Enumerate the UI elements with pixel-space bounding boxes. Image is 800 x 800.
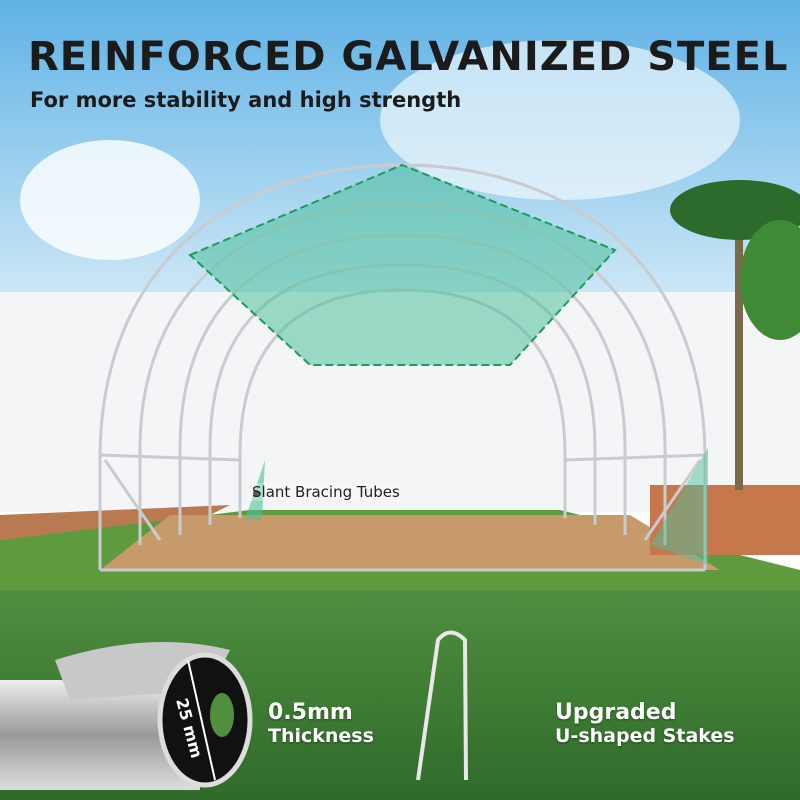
feature-stakes: Upgraded U-shaped Stakes (555, 700, 735, 747)
feature-thickness-label: Thickness (268, 725, 374, 747)
feature-thickness-value: 0.5mm (268, 700, 353, 725)
callout-dot (253, 490, 259, 496)
shade-cloth (188, 163, 617, 366)
tube-cross-section-icon: 25 mm (0, 642, 253, 790)
u-stake-icon (416, 630, 468, 781)
slant-bracing-callout: Slant Bracing Tubes (252, 483, 400, 501)
feature-stakes-title: Upgraded (555, 700, 677, 725)
feature-stakes-label: U-shaped Stakes (555, 725, 735, 747)
subheadline: For more stability and high strength (30, 88, 462, 112)
palm-tree (670, 180, 800, 490)
headline: REINFORCED GALVANIZED STEEL (28, 34, 789, 80)
dirt-floor (100, 515, 720, 570)
feature-thickness: 0.5mm Thickness (268, 700, 374, 747)
